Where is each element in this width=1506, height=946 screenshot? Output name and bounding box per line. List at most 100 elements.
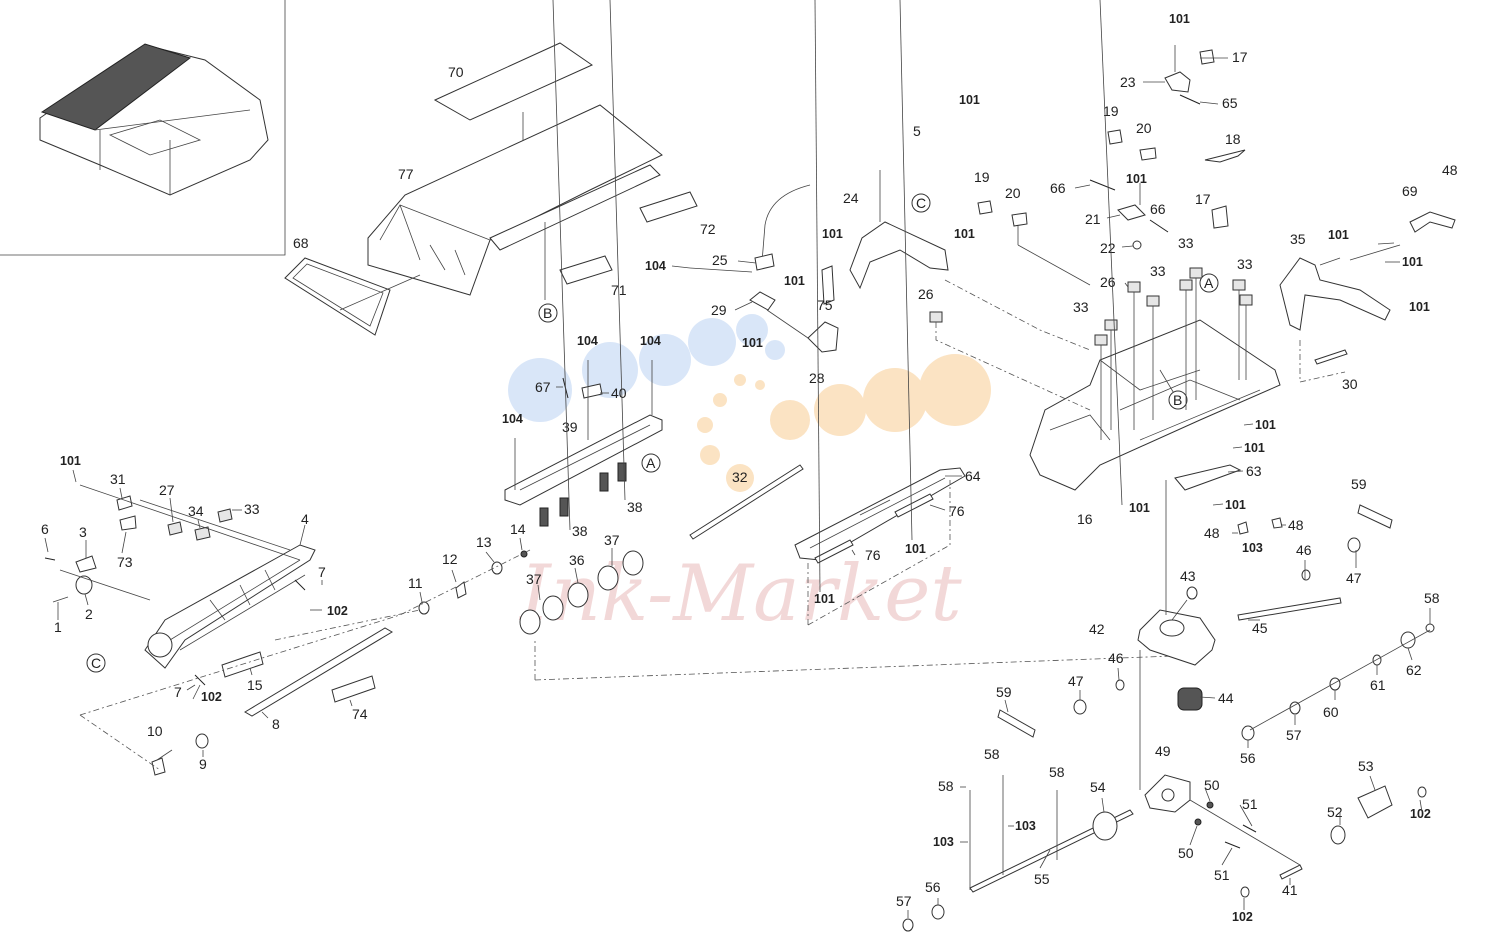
part-label: 74 bbox=[352, 706, 368, 722]
part-29-bracket bbox=[749, 291, 776, 311]
part-label: 57 bbox=[896, 893, 912, 909]
part-59-belt bbox=[1357, 504, 1393, 529]
part-37-roller bbox=[597, 565, 619, 591]
part-label: 102 bbox=[201, 690, 222, 704]
part-label: 5 bbox=[913, 123, 921, 139]
watermark-dot bbox=[765, 340, 785, 360]
part-label: 60 bbox=[1323, 704, 1339, 720]
ref-marker-c bbox=[911, 193, 931, 213]
part-76-strip bbox=[814, 539, 854, 564]
watermark-dot bbox=[582, 342, 638, 398]
part-36-roller bbox=[567, 582, 589, 608]
part-label: 59 bbox=[1351, 476, 1367, 492]
watermark-dot bbox=[770, 400, 810, 440]
part-52-pulley bbox=[1330, 825, 1346, 845]
part-label: 31 bbox=[110, 471, 126, 487]
part-label: 61 bbox=[1370, 677, 1386, 693]
part-label: 3 bbox=[79, 524, 87, 540]
part-75-bracket bbox=[821, 265, 835, 305]
part-label: 21 bbox=[1085, 211, 1101, 227]
ref-marker-b bbox=[538, 303, 558, 323]
part-label: 101 bbox=[959, 93, 980, 107]
part-3-bracket bbox=[75, 555, 97, 573]
part-21-plate bbox=[1117, 204, 1146, 221]
part-label: 32 bbox=[732, 469, 748, 485]
part-9-bushing bbox=[195, 733, 209, 749]
part-label: 56 bbox=[925, 879, 941, 895]
part-label: 54 bbox=[1090, 779, 1106, 795]
part-40-plate bbox=[581, 383, 603, 399]
watermark-dot bbox=[919, 354, 991, 426]
part-55-shaft bbox=[969, 809, 1134, 893]
part-label: 104 bbox=[645, 259, 666, 273]
part-label: 101 bbox=[814, 592, 835, 606]
part-label: 29 bbox=[711, 302, 727, 318]
part-label: 33 bbox=[244, 501, 260, 517]
part-45-shaft bbox=[1237, 597, 1342, 621]
part-label: 65 bbox=[1222, 95, 1238, 111]
watermark-dot bbox=[755, 380, 765, 390]
part-label: 101 bbox=[1225, 498, 1246, 512]
part-label: 44 bbox=[1218, 690, 1234, 706]
part-label: 69 bbox=[1402, 183, 1418, 199]
top-cover-group bbox=[284, 42, 698, 336]
part-label: 59 bbox=[996, 684, 1012, 700]
part-44-roller bbox=[1177, 687, 1203, 711]
part-label: 103 bbox=[1015, 819, 1036, 833]
watermark-dot bbox=[700, 445, 720, 465]
part-label: 39 bbox=[562, 419, 578, 435]
part-label: 101 bbox=[1129, 501, 1150, 515]
part-label: 101 bbox=[1328, 228, 1349, 242]
part-label: 72 bbox=[700, 221, 716, 237]
part-42-holder bbox=[1137, 609, 1216, 666]
part-label: 104 bbox=[502, 412, 523, 426]
watermark-dot bbox=[736, 314, 768, 346]
part-label: 101 bbox=[1255, 418, 1276, 432]
watermark-dot bbox=[814, 384, 866, 436]
part-label: 6 bbox=[41, 521, 49, 537]
part-72-strip bbox=[639, 191, 698, 223]
part-label: 101 bbox=[1244, 441, 1265, 455]
part-label: 40 bbox=[611, 385, 627, 401]
main-frame-group bbox=[929, 267, 1281, 491]
part-label: 103 bbox=[933, 835, 954, 849]
reference-markers: A A B B C C bbox=[86, 193, 1219, 673]
part-label: 22 bbox=[1100, 240, 1116, 256]
part-54-roller bbox=[1092, 811, 1118, 841]
part-label: 12 bbox=[442, 551, 458, 567]
part-label: 55 bbox=[1034, 871, 1050, 887]
part-label: 19 bbox=[1103, 103, 1119, 119]
part-label: 58 bbox=[938, 778, 954, 794]
part-10-gear bbox=[151, 757, 166, 776]
part-33-block bbox=[1239, 294, 1253, 306]
part-label: 26 bbox=[1100, 274, 1116, 290]
part-71-strip bbox=[559, 255, 613, 285]
part-69-lever bbox=[1409, 211, 1456, 233]
part-label: 102 bbox=[327, 604, 348, 618]
part-label: 7 bbox=[318, 564, 326, 580]
part-label: 37 bbox=[604, 532, 620, 548]
part-37-roller bbox=[542, 595, 564, 621]
part-label: 75 bbox=[817, 297, 833, 313]
part-33-block bbox=[1094, 334, 1108, 346]
part-label: 13 bbox=[476, 534, 492, 550]
inset-overview bbox=[0, 0, 286, 256]
part-label: 47 bbox=[1068, 673, 1084, 689]
part-labels: 1 2 3 4 5 6 7 7 8 9 10 11 12 13 14 15 16… bbox=[41, 12, 1458, 924]
part-33-block bbox=[217, 508, 233, 523]
part-39-bracket bbox=[504, 414, 663, 506]
part-26-block bbox=[929, 311, 943, 323]
part-label: 23 bbox=[1120, 74, 1136, 90]
part-label: 101 bbox=[1126, 172, 1147, 186]
ref-marker-a bbox=[1199, 273, 1219, 293]
part-label: 103 bbox=[1242, 541, 1263, 555]
part-label: 57 bbox=[1286, 727, 1302, 743]
part-label: 28 bbox=[809, 370, 825, 386]
part-label: 47 bbox=[1346, 570, 1362, 586]
part-76-strip bbox=[894, 493, 934, 518]
part-label: 33 bbox=[1150, 263, 1166, 279]
part-35-bracket bbox=[1279, 257, 1391, 331]
watermark-dot bbox=[697, 417, 713, 433]
part-30-pin bbox=[1314, 349, 1348, 365]
